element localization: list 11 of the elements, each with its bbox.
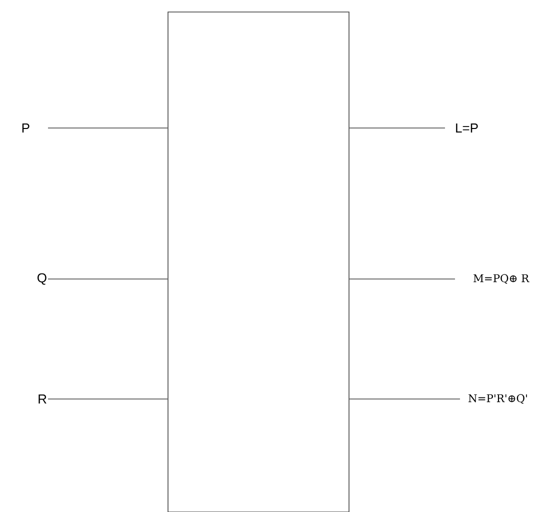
signal-line bbox=[48, 278, 168, 280]
block-box bbox=[168, 12, 350, 512]
signal-label: P bbox=[22, 124, 30, 132]
signal-label: Q bbox=[38, 273, 46, 285]
signal-line bbox=[349, 278, 456, 280]
signal-label: L=P bbox=[456, 124, 478, 132]
signal-label: N=P'R'⊕Q' bbox=[468, 394, 527, 404]
signal-label: R bbox=[38, 394, 46, 404]
signal-label: M=PQ⊕ R bbox=[474, 274, 530, 284]
signal-line bbox=[48, 398, 168, 400]
signal-line bbox=[349, 398, 460, 400]
